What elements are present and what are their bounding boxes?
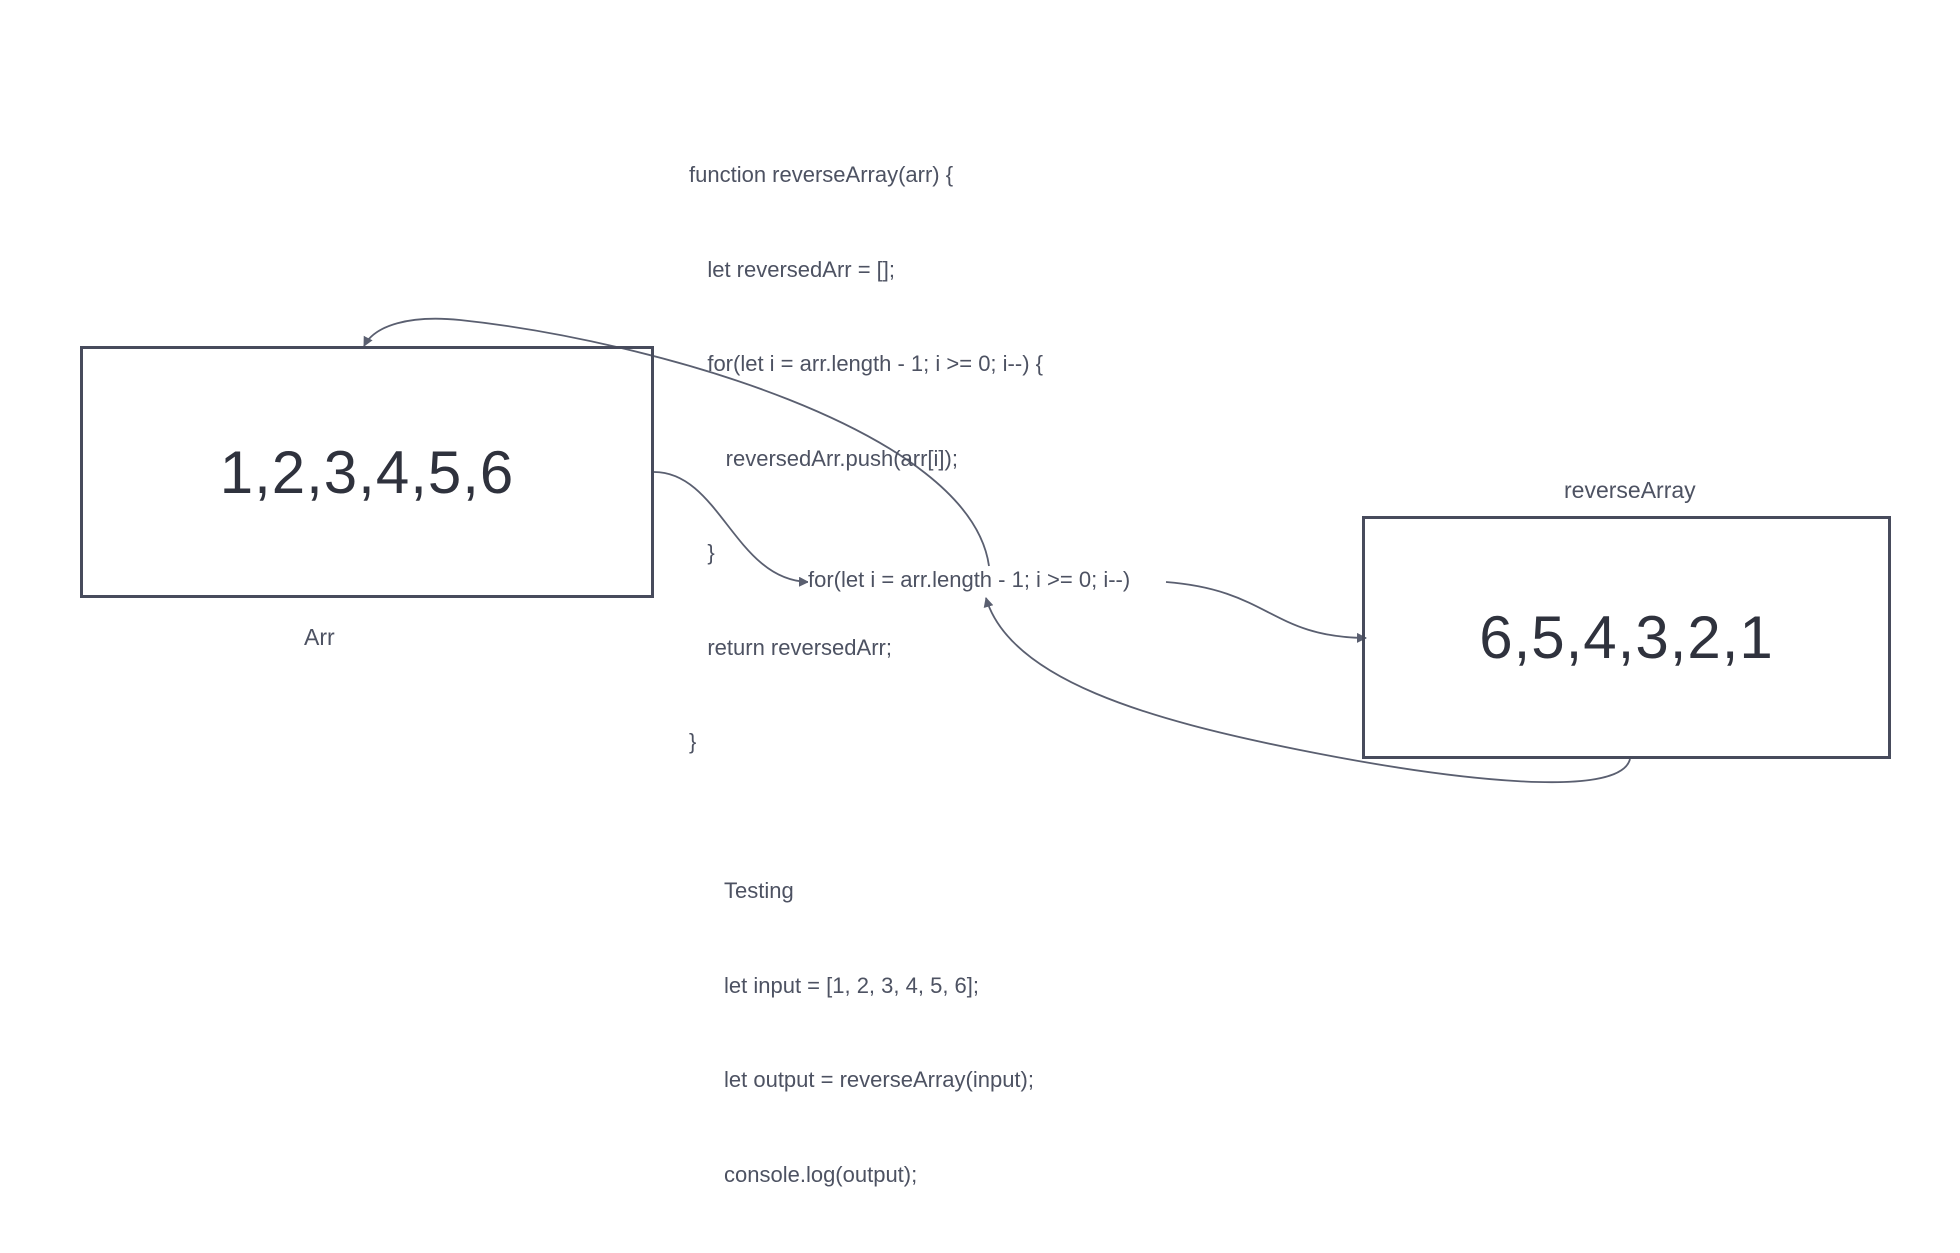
code-line: reversedArr.push(arr[i]); [689,445,958,471]
testing-code-block: Testing let input = [1, 2, 3, 4, 5, 6]; … [724,812,1034,1253]
input-array-caption: Arr [304,624,335,650]
diagram-canvas: function reverseArray(arr) { let reverse… [80,96,1891,1187]
output-array-value: 6,5,4,3,2,1 [1479,604,1774,671]
code-line: for(let i = arr.length - 1; i >= 0; i--)… [689,351,1043,376]
code-line: } [689,540,715,565]
code-line: let reversedArr = []; [689,256,896,282]
output-array-box[interactable]: 6,5,4,3,2,1 [1362,516,1891,759]
connector-loop-to-output [1165,581,1367,643]
code-line: return reversedArr; [689,634,892,660]
code-line: let output = reverseArray(input); [724,1067,1034,1092]
input-array-value: 1,2,3,4,5,6 [219,438,515,506]
code-line: } [689,729,697,754]
code-line: console.log(output); [724,1161,918,1187]
loop-label: for(let i = arr.length - 1; i >= 0; i--) [808,567,1131,593]
code-line: let input = [1, 2, 3, 4, 5, 6]; [724,972,979,998]
code-line: function reverseArray(arr) { [689,162,954,187]
input-array-box[interactable]: 1,2,3,4,5,6 [80,346,654,598]
testing-heading: Testing [724,878,794,903]
output-array-caption: reverseArray [1564,477,1696,503]
function-code-block: function reverseArray(arr) { let reverse… [689,96,1043,821]
